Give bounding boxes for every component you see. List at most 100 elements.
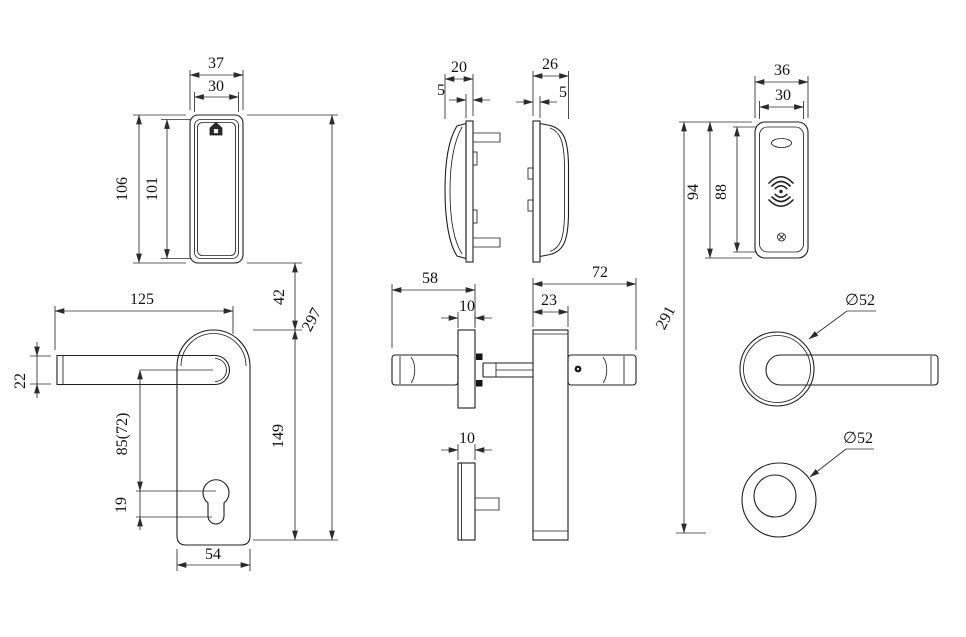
- dim-label: 291: [653, 303, 679, 332]
- interior-plate-face: [197, 122, 236, 256]
- dim-keyhole-offset: 19: [113, 490, 216, 530]
- dim-label: 149: [270, 424, 287, 448]
- view-exterior-plate-front: [754, 121, 809, 259]
- dim-lever-length: 125: [54, 291, 234, 350]
- dim-interior-side-width: 20: [444, 59, 474, 119]
- dim-escutcheon-diameter: ∅52: [809, 430, 874, 478]
- dim-label: 5: [559, 84, 567, 101]
- view-exterior-rose-front: [739, 331, 939, 407]
- dim-exterior-side-plate-thickness: 5: [516, 84, 567, 118]
- interior-side-mount-tabs: [472, 132, 501, 248]
- rose-inner-circle: [743, 335, 811, 403]
- interior-lever-side: [391, 354, 459, 386]
- interior-lever: [56, 354, 230, 386]
- escutcheon-outer-circle: [741, 462, 817, 538]
- exterior-lever-front: [765, 354, 939, 386]
- exterior-side-plate: [532, 120, 541, 263]
- view-interior-side: [444, 120, 501, 263]
- view-interior-handle-side: [391, 329, 533, 541]
- lever-tip-inner-arc: [214, 358, 227, 382]
- exterior-lever-side: [567, 354, 637, 386]
- dim-interior-plate-height: 106: [114, 114, 186, 264]
- dim-exterior-plate-width-inner: 30: [759, 87, 804, 119]
- dim-label: 85(72): [114, 413, 131, 456]
- dim-label: 30: [208, 78, 224, 95]
- dim-label: 42: [271, 289, 288, 305]
- dim-label: 23: [541, 292, 557, 309]
- dim-label: 30: [775, 87, 791, 104]
- dim-label: 54: [205, 546, 221, 563]
- view-exterior-escutcheon-front: [741, 462, 817, 538]
- dim-label: 10: [459, 298, 475, 315]
- dim-total-height-297: 297: [247, 114, 338, 541]
- interior-rose-plate-side: [457, 329, 476, 409]
- dim-exterior-plate-thickness-23: 23: [532, 292, 569, 327]
- dim-interior-plate-height-inner: 101: [144, 119, 191, 259]
- spindle: [476, 353, 533, 387]
- dim-label: 297: [299, 305, 325, 334]
- euro-keyhole: [202, 479, 230, 525]
- dim-label: 106: [114, 177, 131, 201]
- dim-label: 5: [437, 82, 445, 99]
- dim-label: 58: [422, 270, 438, 287]
- dim-exterior-plate-width: 36: [754, 62, 809, 118]
- exterior-plate-side: [532, 329, 569, 541]
- screw-icon: [777, 232, 786, 242]
- interior-backplate-outline: [176, 329, 251, 546]
- spindle-clip: [476, 380, 483, 387]
- dim-handle-keyhole-spacing: 85(72): [114, 369, 213, 492]
- interior-plate-outline: [189, 114, 244, 264]
- dim-rose-thickness-10: 10: [441, 298, 492, 328]
- exterior-plate-inner-outline: [759, 126, 804, 253]
- dim-label: 94: [685, 184, 702, 200]
- view-exterior-handle-side: [532, 329, 637, 541]
- exterior-side-body: [539, 122, 570, 258]
- dim-lower-plate-thickness-10: 10: [441, 430, 492, 460]
- dim-interior-plate-width: 37: [189, 55, 244, 110]
- dim-exterior-plate-height-inner: 88: [713, 126, 757, 253]
- dim-interior-side-plate-thickness: 5: [437, 82, 490, 118]
- dim-label: 19: [113, 497, 130, 513]
- dim-label: 10: [459, 430, 475, 447]
- interior-side-body-inner: [449, 126, 463, 255]
- dim-gap-42: 42: [247, 262, 302, 331]
- dim-label: 37: [208, 55, 224, 72]
- view-interior-handle-front: [56, 329, 251, 546]
- rfid-signal-icon: [768, 175, 794, 208]
- dim-label: 36: [774, 62, 790, 79]
- dim-exterior-total-height-291: 291: [653, 121, 706, 534]
- dim-label: 20: [451, 59, 467, 76]
- dim-rose-diameter: ∅52: [808, 292, 876, 340]
- interior-side-plate: [465, 120, 474, 263]
- dim-lower-height-149: 149: [253, 329, 338, 541]
- dim-label: ∅52: [843, 430, 873, 447]
- dim-label: 72: [592, 264, 608, 281]
- view-interior-plate-front: [189, 114, 244, 264]
- interior-plate-inner-outline: [194, 119, 239, 259]
- interior-backplate-inner-arc: [180, 333, 247, 367]
- escutcheon-cylinder-hole: [753, 474, 797, 518]
- view-exterior-side: [527, 120, 570, 263]
- dim-label: 22: [12, 373, 29, 389]
- dim-label: ∅52: [845, 292, 875, 309]
- exterior-side-body-inner: [549, 127, 565, 252]
- lever-cap-arc: [410, 356, 416, 384]
- dim-backplate-width: 54: [176, 546, 251, 571]
- exterior-plate-outline: [754, 121, 809, 259]
- keyhole-cap-icon: [209, 121, 223, 136]
- dim-interior-plate-width-inner: 30: [194, 78, 239, 112]
- dim-exterior-side-width: 26: [532, 56, 569, 119]
- rose-outer-circle: [739, 331, 815, 407]
- interior-lower-plate-side: [457, 462, 500, 541]
- interior-side-body: [444, 122, 467, 260]
- card-slot-icon: [771, 138, 792, 148]
- exterior-side-mount-tabs: [527, 167, 534, 212]
- dim-label: 88: [713, 184, 730, 200]
- lever-cap-arc: [602, 356, 608, 384]
- dim-exterior-plate-height: 94: [679, 121, 752, 259]
- dim-exterior-depth-72: 72: [532, 264, 637, 350]
- dim-label: 101: [144, 177, 161, 201]
- dim-lever-width: 22: [12, 342, 51, 398]
